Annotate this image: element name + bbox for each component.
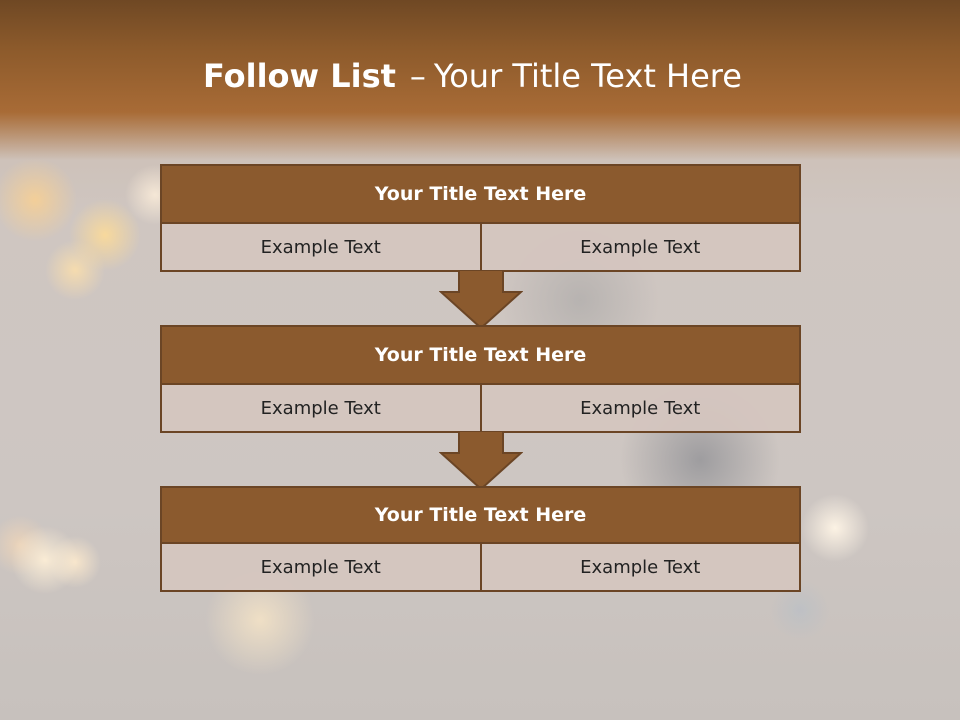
- step-title: Your Title Text Here: [162, 166, 799, 224]
- step-title: Your Title Text Here: [162, 488, 799, 544]
- down-arrow-icon: [439, 270, 523, 330]
- page-title-bold: Follow List: [203, 57, 396, 95]
- step-row: Example Text Example Text: [162, 224, 799, 270]
- page-title: Follow List–Your Title Text Here: [0, 55, 945, 97]
- step-cell-left: Example Text: [162, 224, 480, 270]
- step-box-1: Your Title Text Here Example Text Exampl…: [160, 164, 801, 272]
- step-row: Example Text Example Text: [162, 544, 799, 590]
- header-band: [0, 0, 960, 160]
- step-title: Your Title Text Here: [162, 327, 799, 385]
- step-cell-left: Example Text: [162, 385, 480, 431]
- step-row: Example Text Example Text: [162, 385, 799, 431]
- step-cell-right: Example Text: [479, 385, 799, 431]
- step-cell-right: Example Text: [479, 544, 799, 590]
- step-box-2: Your Title Text Here Example Text Exampl…: [160, 325, 801, 433]
- page-title-separator: –: [409, 57, 426, 95]
- down-arrow-icon: [439, 431, 523, 491]
- step-box-3: Your Title Text Here Example Text Exampl…: [160, 486, 801, 592]
- page-title-rest: Your Title Text Here: [433, 57, 742, 95]
- step-cell-right: Example Text: [479, 224, 799, 270]
- step-cell-left: Example Text: [162, 544, 480, 590]
